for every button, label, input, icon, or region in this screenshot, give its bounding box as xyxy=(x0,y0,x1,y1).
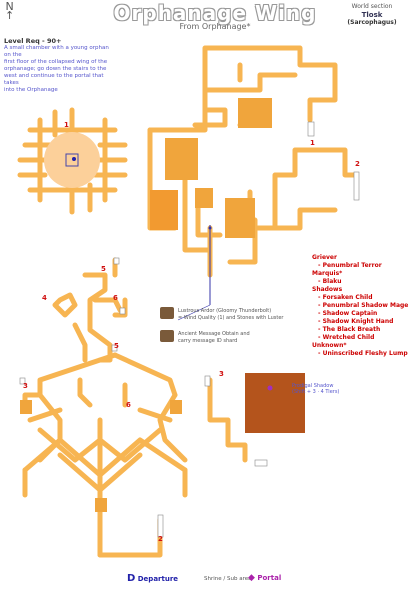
level-line: A small chamber with a young orphan on t… xyxy=(4,45,109,58)
level-line: into the Orphanage xyxy=(4,87,58,93)
marker-number: 2 xyxy=(355,160,360,168)
marker-number: 4 xyxy=(42,294,47,302)
room-south-stair xyxy=(95,498,107,512)
portal-marker xyxy=(267,385,273,391)
level-line: west and continue to the portal that tak… xyxy=(4,73,104,86)
region-section: World section xyxy=(351,3,393,10)
marker-number: 6 xyxy=(126,401,131,409)
enemy-name: - Shadow Knight Hand xyxy=(318,318,394,325)
enemy-group: Unknown* xyxy=(312,342,347,349)
region-name: Tlosk xyxy=(361,11,383,19)
marker-number: 1 xyxy=(64,121,69,129)
level-requirement: Level Req - 90+ xyxy=(4,37,62,45)
enemy-name: - Penumbral Terror xyxy=(318,262,382,269)
boss-label: Prodigal Shadow (Shift + 3 · 4 Tiers) xyxy=(292,383,352,395)
room-south-east xyxy=(170,400,182,414)
room-hall-east xyxy=(225,198,255,238)
stair-corridors xyxy=(52,257,128,363)
rotunda-grid-marker xyxy=(65,153,79,167)
map-title: Orphanage Wing xyxy=(113,1,317,25)
level-line: first floor of the collapsed wing of the xyxy=(4,59,108,65)
room-hall-southwest xyxy=(150,190,178,230)
west-wing-corridors xyxy=(17,107,128,215)
item-icon xyxy=(160,330,174,342)
boss-name: Prodigal Shadow xyxy=(292,383,334,389)
legend-portal: ◆ Portal xyxy=(248,573,281,583)
map-subtitle: From Orphanage* xyxy=(179,22,251,31)
marker-number: 5 xyxy=(114,342,119,350)
marker-number: 1 xyxy=(310,139,315,147)
item-note-line: Ancient Message Obtain and xyxy=(178,331,250,337)
room-south-west xyxy=(20,400,32,414)
enemy-name: - Penumbral Shadow Mage xyxy=(318,302,409,309)
portal-label: Portal xyxy=(257,574,282,582)
enemy-group: Shadows xyxy=(312,286,343,293)
item-note-line: carry message ID shard xyxy=(178,338,238,344)
enemy-name: - Wretched Child xyxy=(318,334,375,341)
region-info: World section Tlosk (Sarcophagus) xyxy=(333,3,411,27)
room-stair-landing xyxy=(195,188,213,208)
enemy-name: - Shadow Captain xyxy=(318,310,378,317)
marker-number: 5 xyxy=(101,265,106,273)
enemy-name: - The Black Breath xyxy=(318,326,381,333)
rooms xyxy=(20,98,272,512)
enemy-name: - Uninscribed Fleshy Lump xyxy=(318,350,408,357)
portal-icon: ◆ xyxy=(248,573,255,583)
marker-number: 2 xyxy=(158,535,163,543)
enemy-group: Griever xyxy=(312,254,337,261)
compass-arrow-icon: ↑ xyxy=(5,9,15,22)
room-north xyxy=(238,98,272,128)
departure-label: Departure xyxy=(137,575,179,583)
enemy-name: - Forsaken Child xyxy=(318,294,373,301)
enemy-list: Griever - Penumbral Terror Marquis* - Bl… xyxy=(312,254,412,358)
boss-detail: (Shift + 3 · 4 Tiers) xyxy=(292,389,340,395)
departure-marker xyxy=(72,157,76,161)
marker-number: 3 xyxy=(23,382,28,390)
south-wing-corridors xyxy=(22,352,188,558)
boss-corridor xyxy=(207,377,248,463)
enemy-name: - Blaku xyxy=(318,278,342,285)
level-line: orphanage; go down the stairs to the xyxy=(4,66,107,72)
compass-north-label: N xyxy=(5,0,14,13)
marker-number: 6 xyxy=(113,294,118,302)
level-info: Level Req - 90+ A small chamber with a y… xyxy=(4,38,116,94)
item-note-line: = Wind Quality (1) and Stones with Luste… xyxy=(178,315,284,321)
rotunda-room xyxy=(44,132,100,188)
room-hall-west xyxy=(165,138,198,180)
boss-room xyxy=(245,373,305,433)
marker-number: 3 xyxy=(219,370,224,378)
item-note-line: Lustrous Ardor (Gloomy Thunderbolt) xyxy=(178,308,272,314)
item-icon xyxy=(160,307,174,319)
enemy-group: Marquis* xyxy=(312,270,343,277)
region-sub: (Sarcophagus) xyxy=(347,19,397,26)
departure-icon: D xyxy=(127,573,136,584)
legend-departure: D Departure xyxy=(127,573,178,584)
compass: N ↑ xyxy=(5,0,15,22)
stair-markers xyxy=(19,121,360,538)
legend-shrine: Shrine / Sub area xyxy=(204,576,252,582)
